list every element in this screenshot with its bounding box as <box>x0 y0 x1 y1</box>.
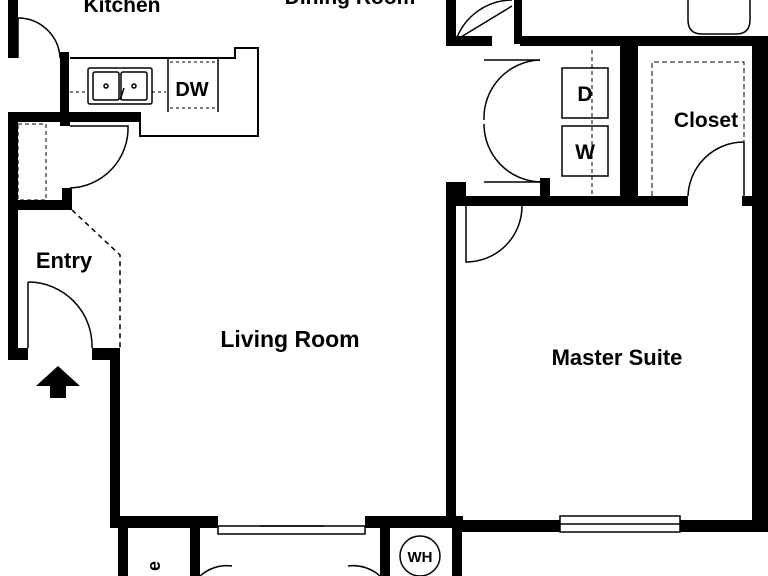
entry-arrow-icon <box>36 366 80 398</box>
washer-label: W <box>575 141 595 164</box>
bottom-partial-label: e <box>144 561 164 571</box>
kitchen-counter <box>70 47 259 137</box>
walls <box>8 0 768 576</box>
closet-label: Closet <box>674 109 738 132</box>
kitchen-label: Kitchen <box>83 0 160 17</box>
dishwasher-label: DW <box>175 79 208 101</box>
water-heater-icon <box>399 535 441 576</box>
washer-box <box>561 125 609 177</box>
dryer-label: D <box>577 83 592 106</box>
master-suite-label: Master Suite <box>552 345 683 370</box>
sink-icon <box>70 67 166 105</box>
appliances <box>399 67 609 576</box>
dryer-box <box>561 67 609 119</box>
living-room-label: Living Room <box>220 326 359 352</box>
room-labels: Kitchen Dining Room Entry Living Room Ma… <box>36 0 738 571</box>
doors <box>17 0 751 576</box>
dining-room-label: Dining Room <box>285 0 416 9</box>
entry-label: Entry <box>36 248 93 273</box>
water-heater-label: WH <box>408 549 433 566</box>
